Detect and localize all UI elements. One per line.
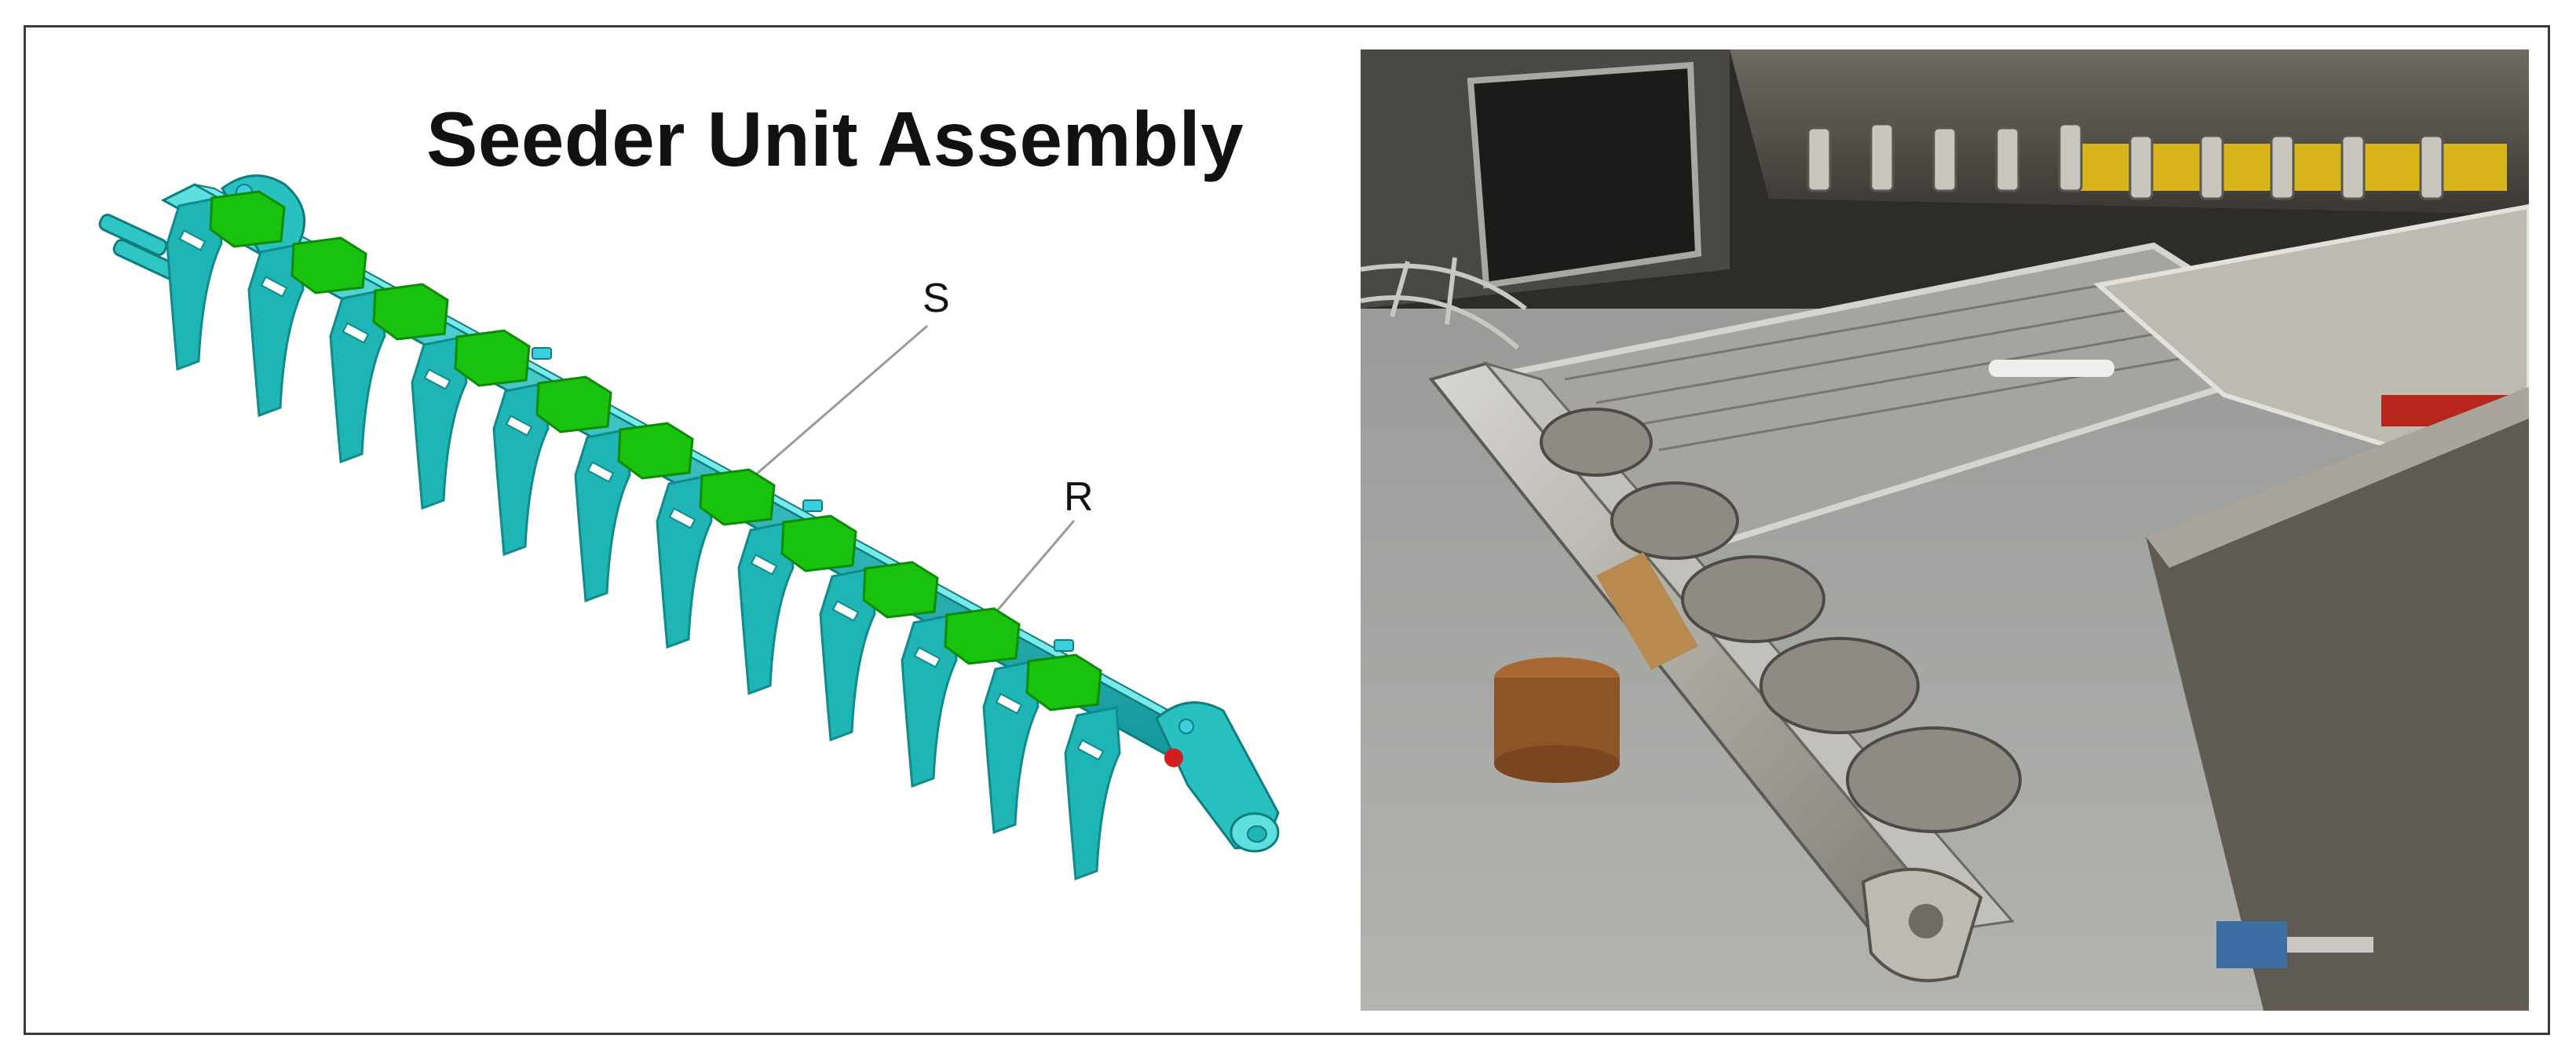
tine-slot-10: [913, 646, 941, 668]
tine-7: [656, 474, 713, 649]
seed-box-9: [862, 561, 939, 619]
tine-slot-12: [1076, 739, 1105, 761]
seed-box-6: [617, 422, 694, 480]
tine-2: [247, 243, 305, 418]
cad-seeder-drawing: [98, 174, 1280, 881]
seed-box-8: [780, 514, 857, 572]
tine-3: [329, 289, 386, 464]
tine-4: [411, 335, 468, 510]
seed-box-4: [454, 329, 531, 387]
figure-title: Seeder Unit Assembly: [426, 96, 1244, 182]
callout-line-s: [732, 324, 928, 496]
tine-6: [574, 428, 631, 603]
shaft-clips: [532, 347, 1074, 652]
seed-box-5: [535, 375, 612, 433]
tine-12: [1064, 706, 1121, 881]
right-end-hub: [1155, 701, 1280, 853]
tine-8: [737, 521, 795, 696]
seed-box-1: [209, 190, 286, 248]
figure-frame: Seeder Unit Assembly S R: [24, 25, 2550, 1035]
tine-10: [901, 613, 958, 788]
tine-slot-11: [995, 693, 1023, 715]
tine-slot-8: [750, 554, 778, 576]
tine-slot-5: [505, 415, 533, 437]
tine-slot-2: [260, 276, 288, 298]
left-shaft-pins: [98, 214, 182, 282]
seed-box-10: [944, 607, 1021, 665]
tine-11: [982, 660, 1040, 835]
tine-slot-1: [178, 229, 206, 251]
tine-slot-6: [586, 461, 615, 483]
tine-slot-4: [423, 368, 451, 390]
tine-9: [819, 567, 876, 742]
seed-box-11: [1025, 653, 1102, 711]
tine-slot-7: [668, 507, 696, 529]
seed-box-2: [290, 236, 367, 294]
tine-slot-9: [831, 600, 860, 622]
seeder-photo-illustration: [1361, 49, 2529, 1011]
tine-5: [492, 382, 550, 557]
callout-label-r: R: [1064, 474, 1094, 520]
callout-label-s: S: [923, 276, 950, 321]
seed-box-7: [699, 468, 776, 526]
tine-array: [166, 190, 1121, 881]
tine-1: [166, 196, 223, 371]
seed-box-3: [372, 283, 449, 341]
tine-slot-3: [342, 322, 370, 344]
seeder-photo: [1361, 49, 2529, 1011]
cad-drawing-panel: Seeder Unit Assembly S R: [26, 27, 1361, 1033]
